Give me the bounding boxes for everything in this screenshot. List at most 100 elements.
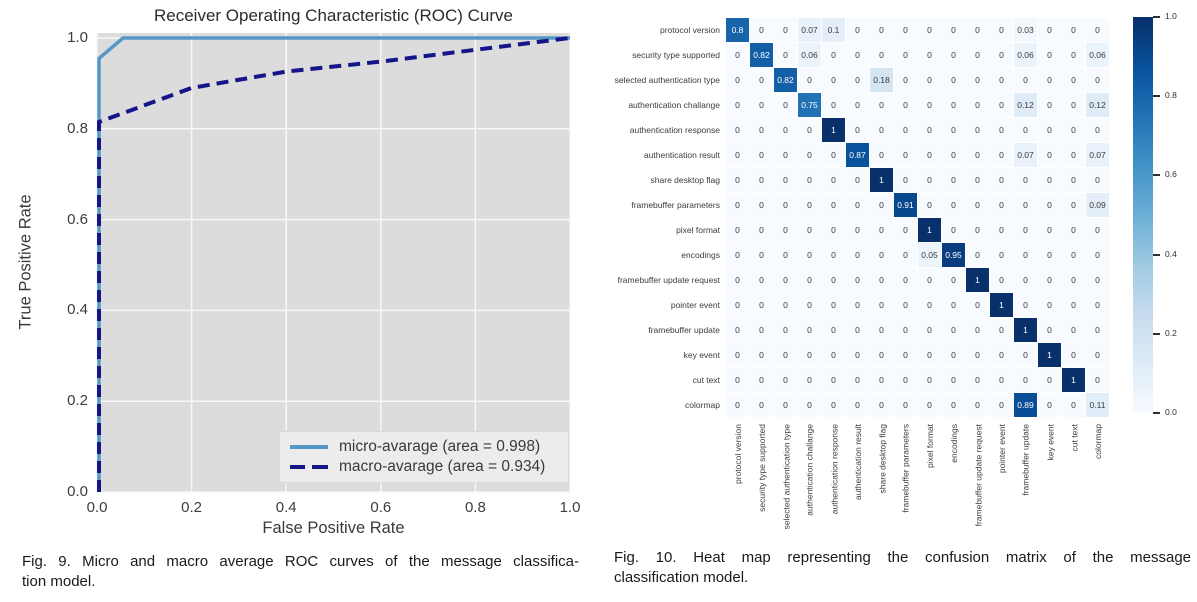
heatmap-cell: 0 — [726, 243, 749, 267]
colorbar-tick-mark — [1153, 332, 1160, 335]
heatmap-column-label: authentication result — [853, 424, 863, 501]
legend-label: macro-avarage (area = 0.934) — [339, 458, 546, 476]
heatmap-cell: 0.87 — [846, 143, 869, 167]
heatmap-cell: 0 — [1062, 393, 1085, 417]
heatmap-cell: 0 — [1014, 293, 1037, 317]
heatmap-cell: 0.89 — [1014, 393, 1037, 417]
heatmap-cell: 0 — [1086, 318, 1109, 342]
heatmap-cell: 0 — [918, 193, 941, 217]
heatmap-cell: 0 — [942, 118, 965, 142]
heatmap-cell: 1 — [990, 293, 1013, 317]
heatmap-cell: 0 — [918, 18, 941, 42]
heatmap-column-label: pixel format — [925, 424, 935, 468]
heatmap-cell: 0 — [990, 43, 1013, 67]
heatmap-cell: 0 — [894, 343, 917, 367]
heatmap-cell: 0 — [1086, 243, 1109, 267]
heatmap-cell: 0 — [990, 218, 1013, 242]
heatmap-cell: 0 — [966, 318, 989, 342]
heatmap-cell: 0 — [942, 218, 965, 242]
heatmap-cell: 0 — [798, 118, 821, 142]
heatmap-cell: 0 — [1014, 193, 1037, 217]
heatmap-cell: 0 — [822, 343, 845, 367]
heatmap-cell: 0 — [822, 243, 845, 267]
heatmap-cell: 0 — [846, 343, 869, 367]
roc-figure: Receiver Operating Characteristic (ROC) … — [17, 6, 581, 590]
heatmap-cell: 0 — [774, 268, 797, 292]
heatmap-cell: 0 — [894, 168, 917, 192]
heatmap-cell: 0 — [774, 18, 797, 42]
heatmap-cell: 0 — [894, 18, 917, 42]
heatmap-cell: 0 — [942, 143, 965, 167]
heatmap-cell: 0 — [894, 143, 917, 167]
heatmap-cell: 0 — [942, 43, 965, 67]
roc-x-axis-label: False Positive Rate — [262, 519, 405, 537]
heatmap-column-label: framebuffer update — [1021, 424, 1031, 496]
heatmap-cell: 1 — [870, 168, 893, 192]
roc-y-tick-label: 0.6 — [67, 210, 88, 228]
heatmap-row-label: cut text — [692, 375, 720, 385]
heatmap-row-label: authentication result — [643, 150, 720, 160]
heatmap-cell: 0 — [822, 43, 845, 67]
roc-x-tick-label: 0.8 — [464, 499, 486, 516]
heatmap-cell: 0 — [774, 168, 797, 192]
heatmap-cell: 0 — [870, 368, 893, 392]
heatmap-cell: 0 — [726, 93, 749, 117]
heatmap-cell: 0 — [726, 318, 749, 342]
heatmap-cell: 0 — [870, 318, 893, 342]
heatmap-cell: 0 — [774, 218, 797, 242]
heatmap-cell: 0 — [1086, 218, 1109, 242]
heatmap-cell: 0 — [1086, 268, 1109, 292]
plot-background — [97, 33, 570, 492]
heatmap-cell: 1 — [966, 268, 989, 292]
heatmap-cell: 0 — [1062, 243, 1085, 267]
heatmap-column-label: protocol version — [733, 424, 743, 485]
heatmap-cell: 0 — [966, 368, 989, 392]
roc-plot-area — [96, 33, 571, 493]
heatmap-cell: 0.09 — [1086, 193, 1109, 217]
heatmap-cell: 0 — [870, 243, 893, 267]
heatmap-cell: 0 — [846, 243, 869, 267]
heatmap-cell: 0 — [1062, 168, 1085, 192]
heatmap-cell: 0 — [750, 218, 773, 242]
heatmap-cell: 0 — [894, 218, 917, 242]
heatmap-cell: 0 — [966, 68, 989, 92]
heatmap-cell: 0 — [1014, 243, 1037, 267]
caption-line: Fig. 9. Micro and macro average ROC curv… — [22, 553, 579, 570]
heatmap-cell: 0 — [774, 393, 797, 417]
heatmap-cell: 0 — [750, 18, 773, 42]
heatmap-column-label: cut text — [1069, 424, 1079, 452]
heatmap-cell: 0 — [918, 268, 941, 292]
heatmap-cell: 0 — [870, 93, 893, 117]
heatmap-cell: 0 — [798, 168, 821, 192]
heatmap-cell: 0 — [1086, 168, 1109, 192]
heatmap-cell: 0 — [726, 268, 749, 292]
macro-average-line-sample — [290, 465, 328, 470]
heatmap-cell: 0 — [870, 218, 893, 242]
heatmap-cell: 0 — [1014, 68, 1037, 92]
heatmap-cell: 0 — [822, 143, 845, 167]
heatmap-cell: 0 — [846, 393, 869, 417]
roc-chart-title: Receiver Operating Characteristic (ROC) … — [154, 6, 513, 25]
colorbar-tick-mark — [1153, 95, 1160, 98]
heatmap-cell: 0 — [1014, 343, 1037, 367]
heatmap-cell: 0 — [774, 318, 797, 342]
heatmap-cell: 0 — [918, 68, 941, 92]
heatmap-cell: 0 — [750, 368, 773, 392]
heatmap-column-label: key event — [1045, 424, 1055, 461]
heatmap-colorbar — [1133, 17, 1153, 413]
heatmap-cell: 0 — [918, 143, 941, 167]
heatmap-cell: 0.95 — [942, 243, 965, 267]
heatmap-cell: 0 — [822, 268, 845, 292]
heatmap-cell: 0 — [990, 93, 1013, 117]
heatmap-cell: 0 — [1062, 143, 1085, 167]
heatmap-cell: 0 — [1062, 43, 1085, 67]
heatmap-cell: 0 — [1086, 293, 1109, 317]
heatmap-cell: 0 — [1086, 118, 1109, 142]
heatmap-cell: 0 — [894, 268, 917, 292]
heatmap-cell: 0.07 — [798, 18, 821, 42]
heatmap-cell: 0 — [1038, 293, 1061, 317]
heatmap-cell: 0 — [1014, 368, 1037, 392]
